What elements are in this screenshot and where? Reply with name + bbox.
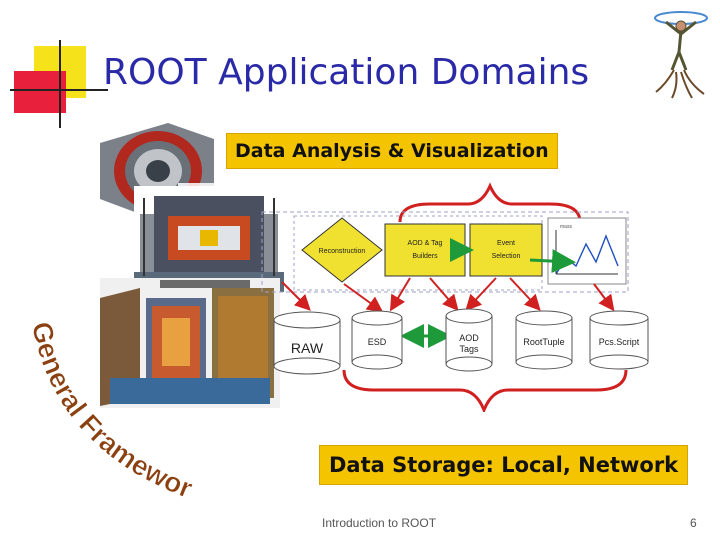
reconstruction-label: Reconstruction bbox=[319, 248, 366, 255]
top-brace bbox=[398, 182, 582, 223]
aod-builders-label-1: AOD & Tag bbox=[408, 240, 443, 247]
detector-image-3 bbox=[100, 278, 280, 408]
pcsscript-cylinder bbox=[589, 310, 649, 370]
analysis-label-box: Data Analysis & Visualization bbox=[226, 133, 558, 169]
page-title: ROOT Application Domains bbox=[103, 52, 590, 93]
pcsscript-label: Pcs.Script bbox=[599, 337, 640, 347]
page-number: 6 bbox=[690, 516, 697, 530]
raw-cylinder bbox=[273, 311, 341, 375]
title-decoration bbox=[10, 40, 108, 128]
bottom-brace bbox=[342, 369, 628, 412]
aod-cylinder bbox=[445, 308, 493, 372]
storage-label-box: Data Storage: Local, Network bbox=[319, 445, 689, 485]
svg-text:mass: mass bbox=[560, 224, 572, 230]
aod-builders-node bbox=[384, 223, 466, 277]
raw-label: RAW bbox=[291, 340, 324, 356]
svg-text:General Framework: General Framework bbox=[14, 300, 197, 504]
detector-image-2 bbox=[134, 186, 284, 292]
workflow-diagram: mass Reconstruction AOD & Tag Builders bbox=[261, 182, 649, 375]
general-framework-arc: General Framework bbox=[14, 300, 197, 504]
roottuple-label: RootTuple bbox=[523, 337, 564, 347]
tags-label: Tags bbox=[459, 344, 479, 354]
event-selection-label-1: Event bbox=[497, 240, 515, 247]
reconstruction-node bbox=[301, 217, 383, 283]
esd-label: ESD bbox=[368, 337, 387, 347]
general-framework-label: General Framework bbox=[14, 300, 197, 504]
footer-text: Introduction to ROOT bbox=[322, 516, 437, 530]
event-selection-label-2: Selection bbox=[492, 253, 521, 260]
aod-builders-label-2: Builders bbox=[412, 253, 438, 260]
roottuple-cylinder bbox=[515, 310, 573, 370]
esd-cylinder bbox=[351, 310, 403, 370]
event-selection-node bbox=[469, 223, 543, 277]
root-logo-icon bbox=[654, 11, 708, 99]
aod-label: AOD bbox=[459, 333, 479, 343]
